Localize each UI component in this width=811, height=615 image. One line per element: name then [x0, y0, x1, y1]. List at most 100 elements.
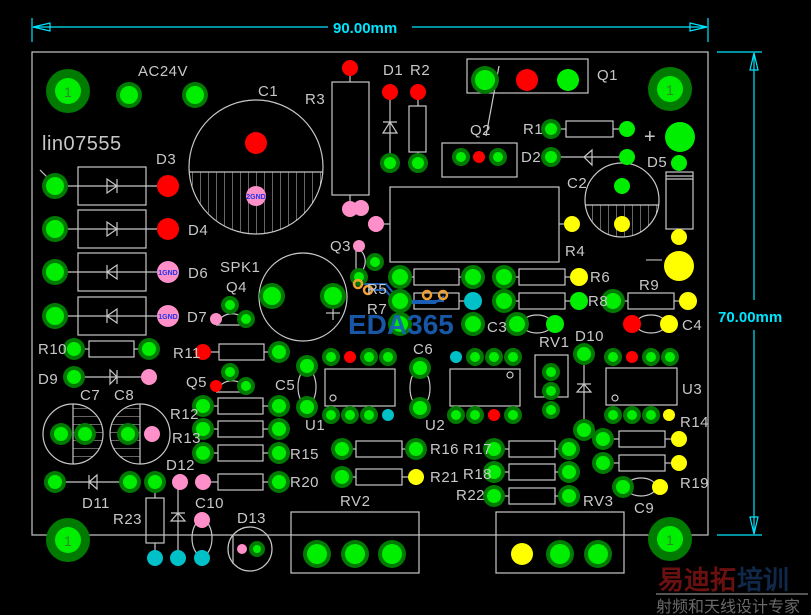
resistor-r3-outline [331, 81, 370, 196]
designator-r14: R14 [680, 414, 709, 431]
pad [564, 216, 580, 232]
pad [646, 352, 656, 362]
designator-r6: R6 [590, 269, 610, 286]
pad [272, 345, 286, 359]
pad [509, 316, 525, 332]
resistor-r8-outline [518, 292, 566, 310]
pad [67, 342, 81, 356]
pad [172, 474, 188, 490]
pad [663, 409, 675, 421]
pad [516, 69, 538, 91]
pad [345, 544, 365, 564]
mounting-hole-pad [657, 76, 683, 102]
via [352, 278, 364, 290]
pad [196, 446, 210, 460]
pad [392, 293, 408, 309]
pad [545, 123, 557, 135]
designator-r22: R22 [456, 487, 485, 504]
pad [493, 152, 503, 162]
pad [619, 149, 635, 165]
designator-c5: C5 [275, 377, 295, 394]
pad [679, 292, 697, 310]
designator-d4: D4 [188, 222, 208, 239]
pad [627, 410, 637, 420]
capacitor-c2-outline [584, 162, 660, 238]
pad [465, 269, 481, 285]
mounting-hole-pad [55, 527, 81, 553]
pad [596, 432, 610, 446]
pad [619, 121, 635, 137]
pad [123, 475, 137, 489]
width-dimension-label: 90.00mm [333, 20, 397, 37]
pad [46, 177, 64, 195]
resistor-r9-outline [627, 292, 675, 310]
brand-tagline: 射频和天线设计专家 [656, 597, 800, 615]
pad [671, 455, 687, 471]
resistor-r6-outline [518, 268, 566, 286]
pad [157, 175, 179, 197]
pad [263, 287, 281, 305]
pad [194, 512, 210, 528]
pad [272, 422, 286, 436]
pad [646, 410, 656, 420]
mounting-hole-pad [657, 526, 683, 552]
pad [475, 70, 495, 90]
pad [382, 544, 402, 564]
resistor-r17-outline [508, 440, 556, 458]
diode-d5-outline [665, 171, 694, 230]
pad [326, 352, 336, 362]
designator-u1: U1 [305, 417, 325, 434]
pad [671, 431, 687, 447]
pad [157, 218, 179, 240]
ic-u3-outline [605, 367, 678, 406]
pad [614, 216, 630, 232]
pad [489, 352, 499, 362]
pad [46, 307, 64, 325]
pad [508, 352, 518, 362]
designator-r7: R7 [367, 301, 387, 318]
pad [577, 347, 591, 361]
pad [196, 399, 210, 413]
height-dimension-label: 70.00mm [718, 309, 782, 326]
led-d13-outline [227, 526, 273, 572]
pad [487, 489, 501, 503]
pad [186, 86, 204, 104]
pad [496, 269, 512, 285]
pad [664, 251, 694, 281]
pad [557, 69, 579, 91]
pad [413, 401, 427, 415]
resistor-r20-outline [217, 473, 264, 491]
pad [335, 442, 349, 456]
designator-q4: Q4 [226, 279, 247, 296]
pad [562, 489, 576, 503]
pad [147, 550, 163, 566]
pad [148, 475, 162, 489]
pad [546, 367, 556, 377]
designator-r19: R19 [680, 475, 709, 492]
designator-c9: C9 [634, 500, 654, 517]
designator-r9: R9 [639, 277, 659, 294]
pad [456, 152, 466, 162]
pad [157, 261, 179, 283]
designator-d1: D1 [383, 62, 403, 79]
designator-r18: R18 [463, 466, 492, 483]
pad [488, 409, 500, 421]
resistor-r21-outline [355, 468, 403, 486]
pad [608, 352, 618, 362]
designator-d12: D12 [166, 457, 195, 474]
transistor-q2-outline [441, 142, 518, 178]
pad [511, 543, 533, 565]
pad [665, 122, 695, 152]
designator-c8: C8 [114, 387, 134, 404]
mounting-hole-label: 1 [666, 82, 674, 98]
pad [196, 422, 210, 436]
pad-net-label: 1GND [158, 270, 177, 277]
pad [272, 446, 286, 460]
designator-r16: R16 [430, 441, 459, 458]
pad [170, 550, 186, 566]
resistor-r12-outline [217, 397, 264, 415]
designator-d10: D10 [575, 328, 604, 345]
designator-r17: R17 [463, 441, 492, 458]
pad [413, 361, 427, 375]
